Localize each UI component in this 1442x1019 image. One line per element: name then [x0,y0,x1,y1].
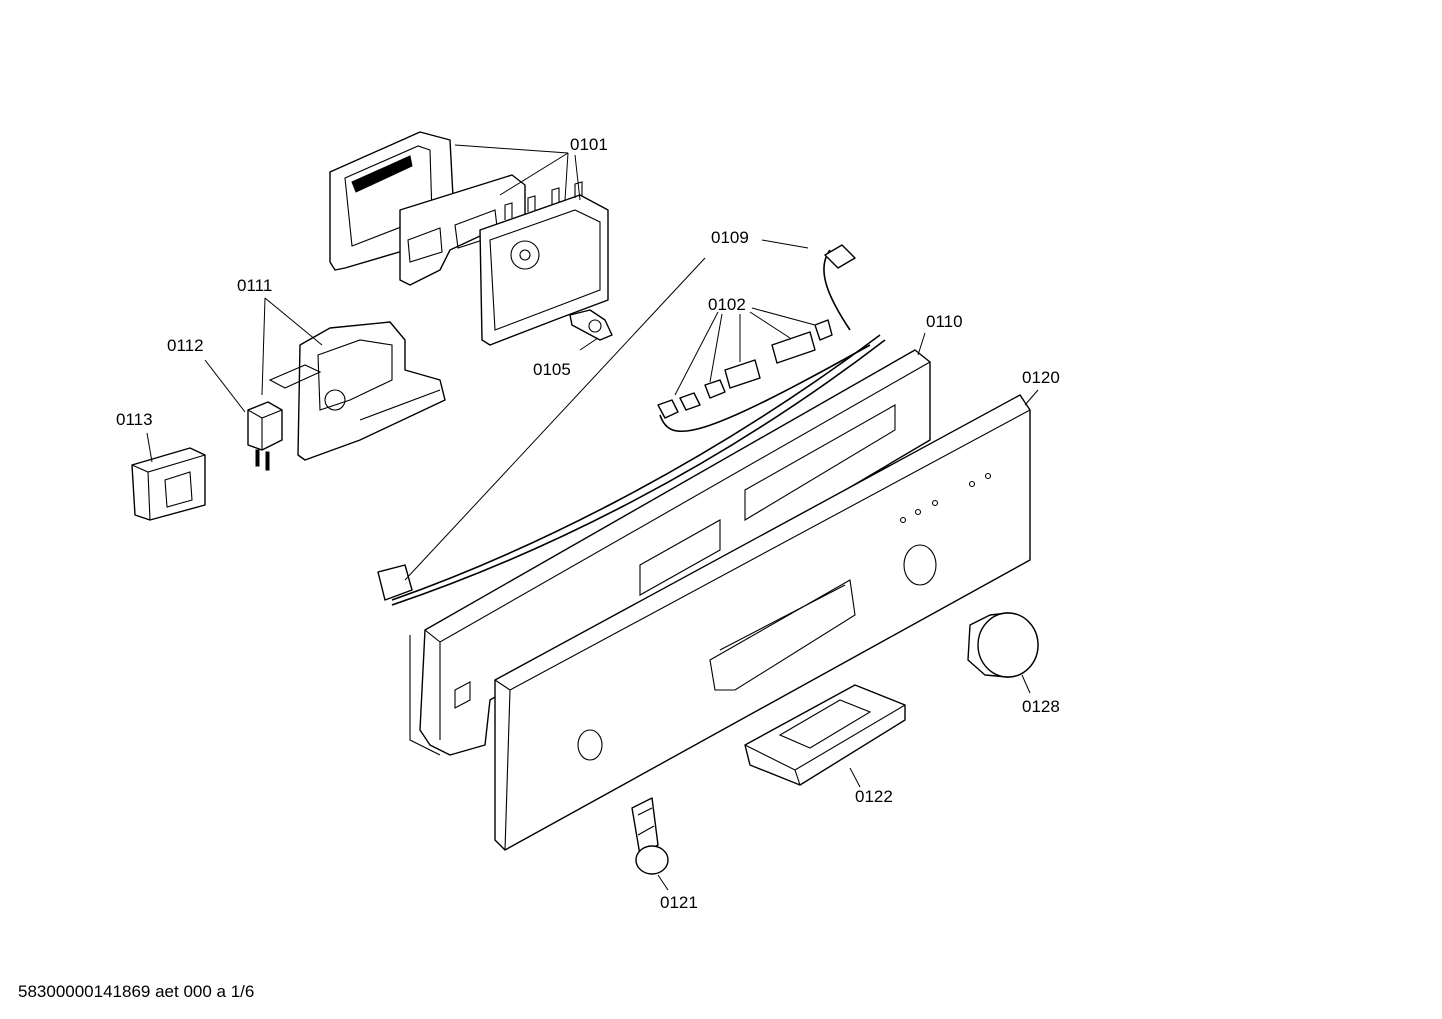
label-0105: 0105 [533,360,571,379]
part-0120-front-panel [494,389,1039,851]
part-0101-control-module [329,131,609,346]
label-0128: 0128 [1022,697,1060,716]
document-id-footer: 58300000141869 aet 000 a 1/6 [18,982,255,1001]
part-0128-knob [967,612,1039,694]
part-0121-button [631,797,669,891]
label-0113: 0113 [116,410,153,429]
label-0120: 0120 [1022,368,1060,387]
label-0122: 0122 [855,787,893,806]
label-0121: 0121 [660,893,698,912]
part-0111-housing [261,297,446,461]
part-0112-relay [204,359,283,471]
label-0101: 0101 [570,135,608,154]
label-0112: 0112 [167,336,204,355]
part-0113-switch [131,432,206,521]
label-0110: 0110 [926,312,963,331]
label-0102: 0102 [708,295,746,314]
part-0102-connectors [657,307,871,433]
part-0105-sensor [569,309,613,351]
part-0122-bracket [744,684,906,788]
label-0111: 0111 [237,276,272,295]
label-0109: 0109 [711,228,749,247]
part-0109-wire-harness [377,239,886,606]
